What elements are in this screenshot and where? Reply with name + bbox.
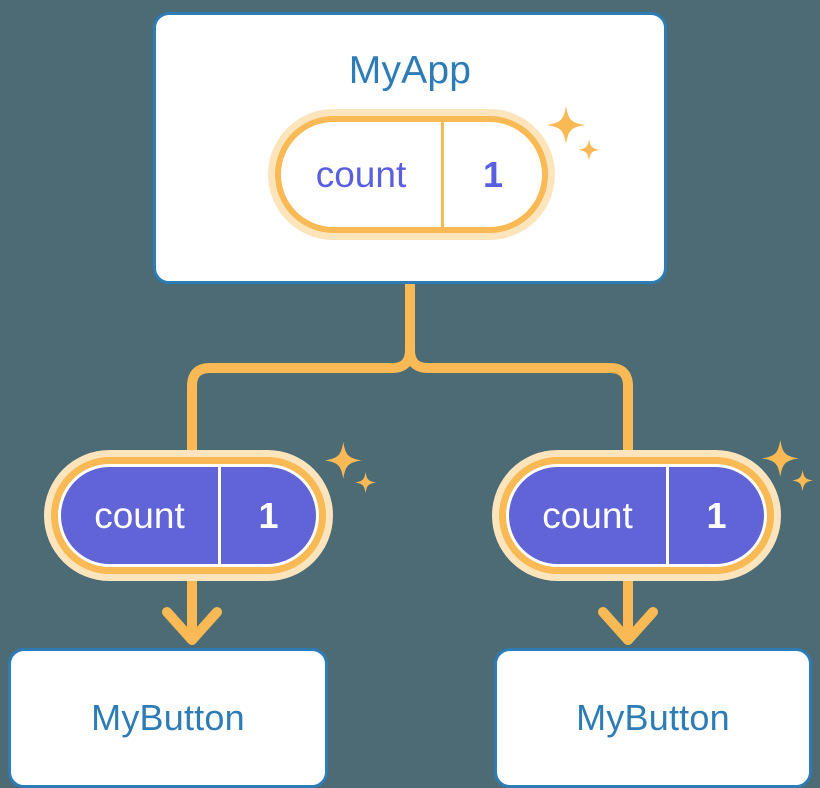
state-pill-body: count 1 [506, 464, 767, 567]
sparkle-icon [757, 438, 820, 502]
state-pill-key: count [61, 467, 221, 564]
component-card-label: MyButton [91, 697, 245, 738]
state-pill-child-left[interactable]: count 1 [44, 450, 333, 581]
diagram-canvas: MyApp count 1 count 1 [8, 12, 820, 788]
arrow-right-head-icon [598, 607, 658, 645]
state-pill-key: count [509, 467, 669, 564]
arrow-left-head-icon [162, 607, 222, 645]
page-title: MyApp [348, 49, 472, 92]
component-card-mybutton-right[interactable]: MyButton [494, 648, 812, 788]
sparkle-icon [320, 440, 384, 504]
state-pill-value: 1 [258, 494, 279, 536]
connector-tree-path [187, 279, 415, 457]
sparkle-icon [540, 104, 606, 170]
state-pill-root[interactable]: count 1 [268, 109, 555, 240]
component-card-mybutton-left[interactable]: MyButton [8, 648, 328, 788]
state-pill-child-right[interactable]: count 1 [492, 450, 781, 581]
state-pill-value: 1 [706, 494, 727, 536]
state-pill-key: count [281, 122, 444, 227]
state-pill-body: count 1 [281, 122, 542, 227]
state-pill-value: 1 [482, 153, 504, 195]
component-card-label: MyButton [576, 697, 730, 738]
connector-tree-path-right [405, 345, 633, 457]
state-pill-body: count 1 [58, 464, 319, 567]
